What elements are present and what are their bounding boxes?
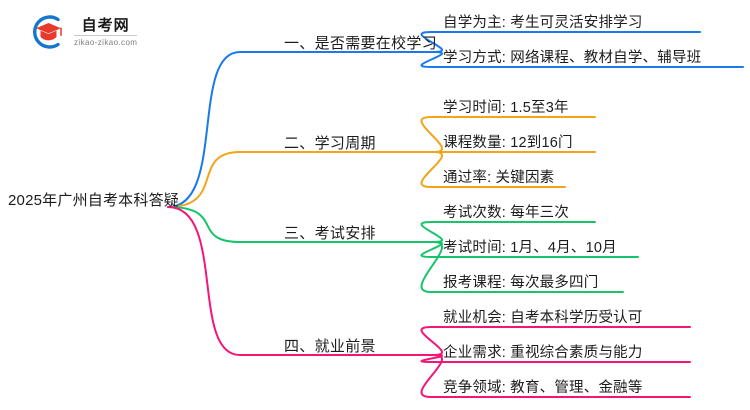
logo-divider xyxy=(74,34,138,36)
mindmap-branch-node-2[interactable]: 二、学习周期 xyxy=(284,135,376,152)
logo-name: 自考网 xyxy=(81,16,130,34)
mindmap-leaf-node-1-1[interactable]: 自学为主: 考生可灵活安排学习 xyxy=(443,15,643,31)
site-logo: 自考网 zikao-zikao.com xyxy=(28,12,138,52)
mindmap-leaf-node-4-3[interactable]: 竞争领域: 教育、管理、金融等 xyxy=(443,380,643,396)
connector-line xyxy=(420,221,596,243)
mindmap-root-node[interactable]: 2025年广州自考本科答疑 xyxy=(8,192,179,209)
logo-domain: zikao-zikao.com xyxy=(74,37,138,47)
mindmap-leaf-node-3-2[interactable]: 考试时间: 1月、4月、10月 xyxy=(443,240,617,256)
mindmap-branch-node-1[interactable]: 一、是否需要在校学习 xyxy=(284,35,438,52)
connector-line xyxy=(420,51,744,68)
connector-line xyxy=(420,241,624,293)
mindmap-leaf-node-4-1[interactable]: 就业机会: 自考本科学历受认可 xyxy=(443,310,643,326)
connector-line xyxy=(420,326,691,356)
mindmap-leaf-node-1-2[interactable]: 学习方式: 网络课程、教材自学、辅导班 xyxy=(443,50,702,66)
mindmap-branch-node-3[interactable]: 三、考试安排 xyxy=(284,225,376,242)
connector-line xyxy=(167,51,435,208)
mindmap-branch-node-4[interactable]: 四、就业前景 xyxy=(284,338,376,355)
graduation-cap-icon xyxy=(33,15,62,49)
mindmap-leaf-node-4-2[interactable]: 企业需求: 重视综合素质与能力 xyxy=(443,345,643,361)
mindmap-leaf-node-3-3[interactable]: 报考课程: 每次最多四门 xyxy=(443,275,599,291)
connector-line xyxy=(420,354,691,398)
connector-line xyxy=(167,206,435,243)
mindmap-leaf-node-2-3[interactable]: 通过率: 关键因素 xyxy=(443,170,555,186)
connector-line xyxy=(420,151,566,188)
mindmap-leaf-node-2-2[interactable]: 课程数量: 12到16门 xyxy=(443,135,573,151)
connector-line xyxy=(167,206,435,356)
connector-line xyxy=(420,31,701,53)
mindmap-leaf-node-3-1[interactable]: 考试次数: 每年三次 xyxy=(443,205,570,221)
logo-wordmark: 自考网 zikao-zikao.com xyxy=(74,16,138,48)
connector-line xyxy=(167,151,435,208)
connector-line xyxy=(420,116,596,153)
mindmap-leaf-node-2-1[interactable]: 学习时间: 1.5至3年 xyxy=(443,100,569,116)
